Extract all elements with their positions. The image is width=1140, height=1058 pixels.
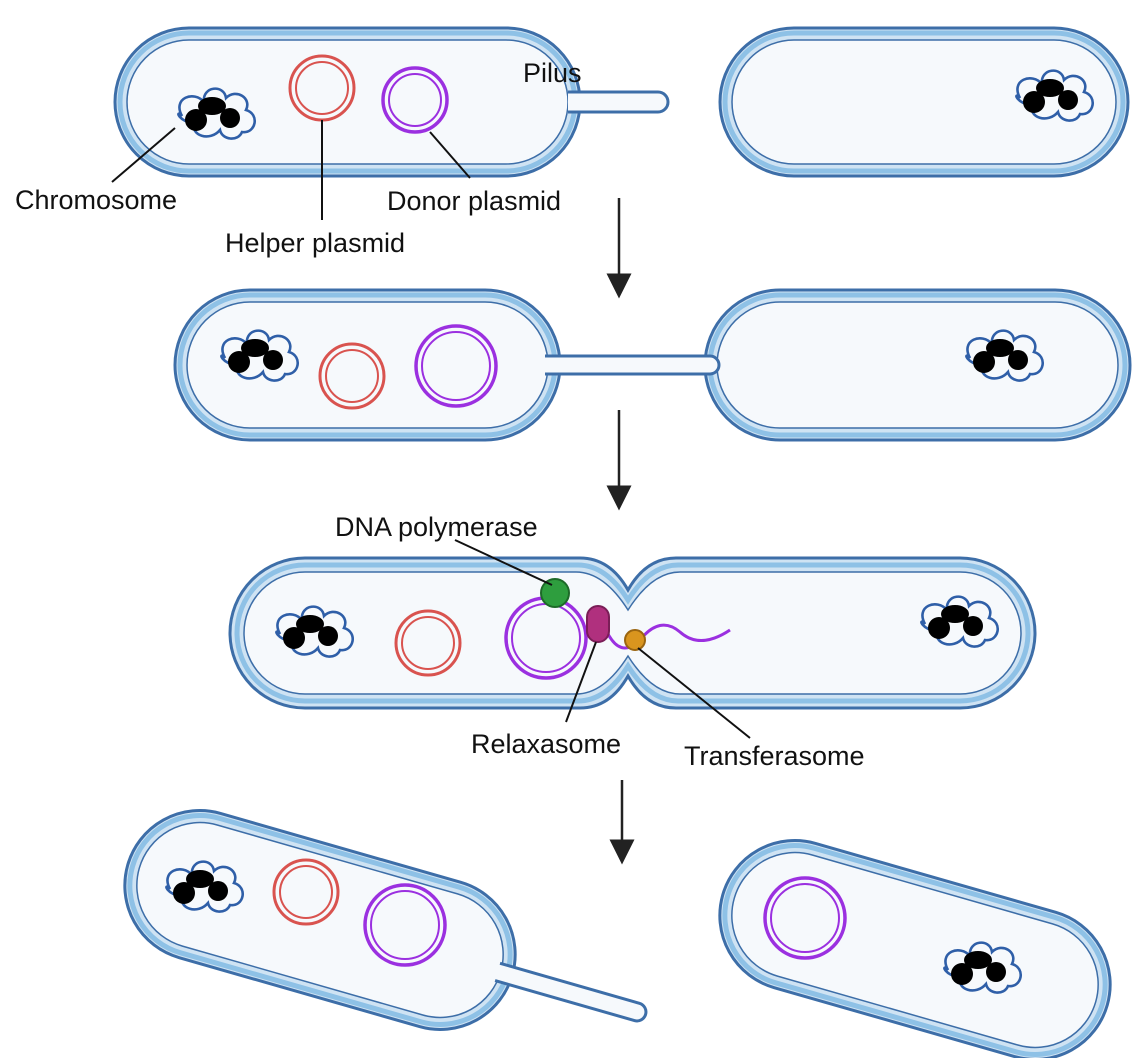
transferasome-leader <box>637 647 751 739</box>
donor-plasmid-label: Donor plasmid <box>387 186 561 216</box>
transferred-dna-strand <box>604 623 731 650</box>
donor-plasmid-icon <box>381 66 449 134</box>
step-4 <box>123 809 1112 1058</box>
relaxasome-icon <box>586 605 610 643</box>
step-2 <box>173 288 1132 442</box>
helper-plasmid-icon <box>272 858 340 926</box>
donor-plasmid-leader <box>429 131 471 179</box>
donor-cell <box>113 26 670 178</box>
helper-plasmid-label: Helper plasmid <box>225 228 405 258</box>
donor-cell <box>123 809 648 1031</box>
donor-plasmid-icon <box>763 876 847 960</box>
pilus <box>568 90 670 114</box>
pilus <box>545 354 721 376</box>
step-3: DNA polymerase Relaxasome Transferasome <box>228 512 1037 771</box>
relaxasome-leader <box>565 641 597 723</box>
dna-polymerase-icon <box>540 578 570 608</box>
donor-plasmid-icon <box>414 324 498 408</box>
step-1: Pilus Chromosome Helper plasmid Donor pl… <box>15 26 1130 258</box>
dna-polymerase-leader <box>454 539 553 586</box>
recipient-cell <box>703 288 1132 442</box>
transferasome-icon <box>624 629 646 651</box>
transferasome-label: Transferasome <box>684 741 865 771</box>
donor-plasmid-icon <box>363 883 447 967</box>
pilus <box>494 961 648 1023</box>
helper-plasmid-icon <box>318 342 386 410</box>
pilus-label: Pilus <box>523 58 582 88</box>
transconjugant-cell <box>718 839 1112 1058</box>
chromosome-label: Chromosome <box>15 185 177 215</box>
helper-plasmid-icon <box>394 609 462 677</box>
recipient-cell <box>718 26 1130 178</box>
donor-cell <box>173 288 562 442</box>
dna-polymerase-label: DNA polymerase <box>335 512 538 542</box>
chromosome-leader <box>111 127 176 183</box>
relaxasome-label: Relaxasome <box>471 729 621 759</box>
